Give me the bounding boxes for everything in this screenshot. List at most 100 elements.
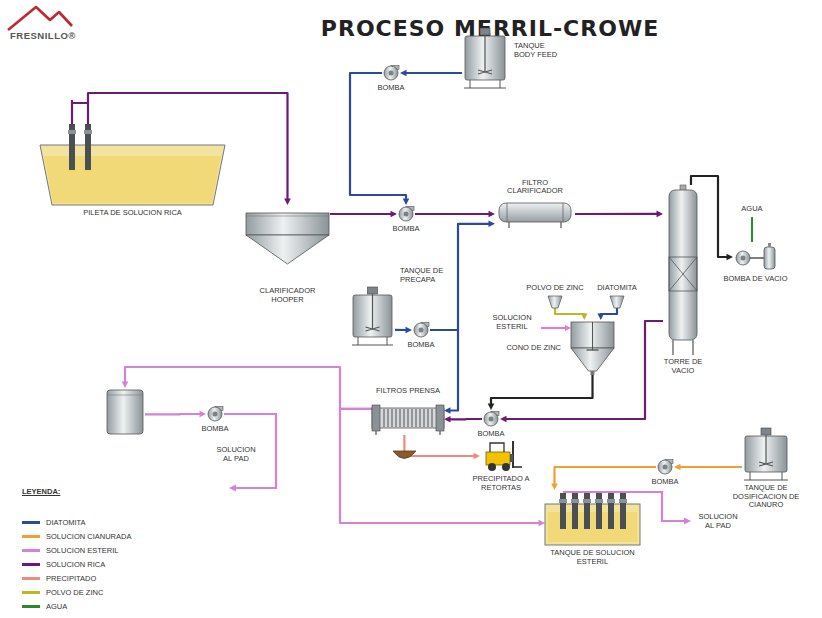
legend-row: SOLUCION CIANURADA xyxy=(22,530,131,544)
pipe-connector xyxy=(415,211,495,218)
pipe-line xyxy=(679,466,742,468)
legend-swatch xyxy=(22,549,40,552)
legend-text: DIATOMITA xyxy=(46,518,86,527)
arrow-head xyxy=(405,327,412,334)
equipment-shape xyxy=(565,320,620,375)
stream-label: SOLUCION AL PAD xyxy=(212,446,260,463)
stream-label: AGUA xyxy=(737,205,767,214)
pipe-connector xyxy=(575,211,663,218)
equipment-label: BOMBA xyxy=(401,341,441,350)
equipment-shape xyxy=(382,64,400,82)
pipe-line xyxy=(125,367,372,409)
equipment-label: BOMBA xyxy=(471,430,511,439)
equipment-shape xyxy=(495,200,575,228)
legend-text: PRECIPITADO xyxy=(46,574,96,583)
equipment-node: BOMBA xyxy=(482,410,500,428)
equipment-node: POLVO DE ZINC xyxy=(548,296,562,308)
equipment-node: CONO DE ZINC xyxy=(565,320,620,375)
equipment-node xyxy=(105,388,145,436)
arrow-head xyxy=(391,211,398,218)
pipe-connector xyxy=(404,435,480,459)
arrow-head xyxy=(489,221,496,228)
pipe-line xyxy=(415,213,490,215)
arrow-head xyxy=(474,453,481,460)
legend-text: AGUA xyxy=(46,602,67,611)
equipment-node: TORRE DE VACIO xyxy=(663,185,703,355)
equipment-node: PRECIPITADO A RETORTAS xyxy=(480,440,522,472)
equipment-label: TANQUE DE SOLUCION ESTERIL xyxy=(538,549,648,566)
legend-row: DIATOMITA xyxy=(22,516,131,530)
pipe-connector xyxy=(330,211,397,218)
arrow-head xyxy=(674,464,681,471)
equipment-shape xyxy=(548,296,562,308)
pipe-line xyxy=(449,418,482,420)
equipment-label: TANQUE BODY FEED xyxy=(514,42,562,59)
equipment-shape xyxy=(480,440,522,472)
legend-text: POLVO DE ZINC xyxy=(46,588,103,597)
arrow-head xyxy=(500,416,507,423)
pipe-connector xyxy=(395,327,412,334)
legend-swatch xyxy=(22,577,40,580)
equipment-shape xyxy=(610,296,624,308)
pipe-line xyxy=(330,213,392,215)
legend-row: POLVO DE ZINC xyxy=(22,586,131,600)
logo-text: FRESNILLO® xyxy=(10,31,90,42)
equipment-shape xyxy=(397,205,415,223)
equipment-label: FILTRO CLARIFICADOR xyxy=(505,179,565,196)
equipment-shape xyxy=(245,205,330,265)
equipment-shape xyxy=(350,287,395,345)
equipment-label: PRECIPITADO A RETORTAS xyxy=(466,475,536,492)
pipe-connector xyxy=(400,70,462,77)
pipe-connector xyxy=(597,308,617,320)
equipment-shape xyxy=(545,490,640,545)
equipment-node: CLARIFICADOR HOOPER xyxy=(245,205,330,265)
equipment-node: FILTROS PRENSA xyxy=(372,400,444,435)
equipment-shape xyxy=(663,185,703,355)
arrow-head xyxy=(539,520,546,527)
pipe-line xyxy=(491,375,593,405)
pipe-connector xyxy=(444,416,482,423)
pipe-line xyxy=(430,224,490,330)
pipe-line xyxy=(404,435,475,456)
logo-roof xyxy=(8,7,72,30)
stream-label: SOLUCION ESTERIL xyxy=(488,314,536,331)
arrow-head xyxy=(488,404,495,411)
equipment-label: BOMBA xyxy=(645,478,685,487)
equipment-shape xyxy=(206,405,224,423)
equipment-shape xyxy=(733,243,778,271)
equipment-node: PILETA DE SOLUCION RICA xyxy=(40,100,225,205)
pipe-line xyxy=(555,467,657,485)
arrow-head xyxy=(597,314,604,321)
equipment-label: TANQUE DE PRECAPA xyxy=(400,267,450,284)
equipment-shape xyxy=(372,400,444,435)
pipe-line xyxy=(145,413,201,416)
equipment-node: DIATOMITA xyxy=(610,296,624,308)
pipe-connector xyxy=(122,367,372,409)
barren-arrow xyxy=(565,325,571,331)
equipment-node: BOMBA xyxy=(382,64,400,82)
arrow-head xyxy=(489,211,496,218)
legend-text: SOLUCION CIANURADA xyxy=(46,532,131,541)
legend-swatch xyxy=(22,535,40,538)
pipe-connector xyxy=(430,221,495,331)
barren-to-pad-arrow xyxy=(684,518,691,525)
water-line xyxy=(751,217,753,242)
stream-label: SOLUCION AL PAD xyxy=(694,513,742,530)
equipment-node: TANQUE DE SOLUCION ESTERIL xyxy=(545,490,640,545)
barren-to-pad-arrow xyxy=(229,485,236,492)
pipe-connector xyxy=(350,73,409,205)
barren-to-pad-line xyxy=(640,492,684,521)
arrow-head xyxy=(122,382,129,389)
arrow-head xyxy=(403,199,410,206)
pipe-line xyxy=(575,213,658,215)
equipment-label: BOMBA xyxy=(195,425,235,434)
equipment-node: FILTRO CLARIFICADOR xyxy=(495,200,575,228)
equipment-shape xyxy=(742,428,790,480)
legend-text: SOLUCION RICA xyxy=(46,560,105,569)
pipe-line xyxy=(405,72,462,74)
pipe-connector xyxy=(674,464,742,471)
equipment-label: DIATOMITA xyxy=(592,284,642,293)
arrow-head xyxy=(400,70,407,77)
arrow-head xyxy=(444,407,451,414)
